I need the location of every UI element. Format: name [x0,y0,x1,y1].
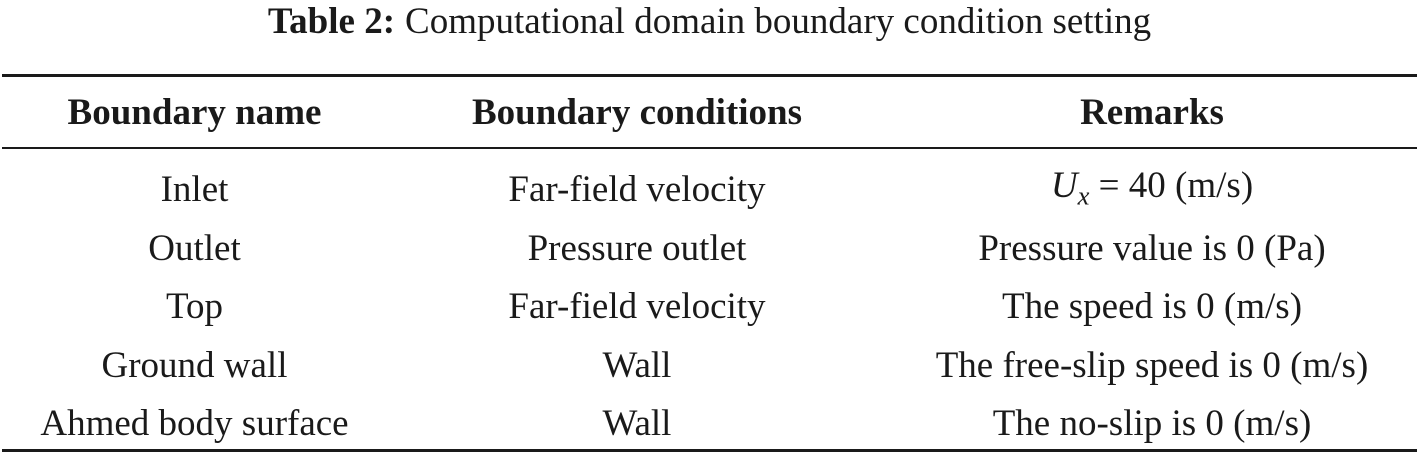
cell-boundary-name: Ground wall [101,344,288,386]
cell-boundary-condition: Wall [602,344,672,386]
table-row: Inlet Far-field velocity Ux = 40 (m/s) [2,161,1417,220]
table-caption-label: Table 2: [267,1,396,42]
column-header-boundary-name: Boundary name [67,91,322,133]
cell-boundary-name: Inlet [160,169,229,211]
boundary-condition-table: Boundary name Boundary conditions Remark… [2,77,1417,454]
table-caption-text: Computational domain boundary condition … [405,1,1152,42]
cell-boundary-condition: Far-field velocity [508,169,766,211]
cell-boundary-name: Top [165,286,224,328]
column-header-remarks: Remarks [1080,91,1224,133]
cell-boundary-condition: Far-field velocity [508,286,766,328]
table-bottom-rule [2,449,1417,452]
cell-remark: Ux = 40 (m/s) [887,161,1417,220]
table-header-rule [2,147,1417,149]
cell-boundary-name: Outlet [148,227,241,269]
remark-math-rest: = 40 (m/s) [1089,164,1254,206]
body-top-gap [2,149,1417,161]
cell-boundary-name: Ahmed body surface [40,403,349,445]
table-top-rule [2,74,1417,77]
table-row: Ground wall Wall The free-slip speed is … [2,337,1417,396]
cell-boundary-condition: Pressure outlet [527,227,747,269]
remark-math-subscript: x [1077,179,1090,210]
cell-remark: The no-slip is 0 (m/s) [992,403,1312,445]
table-row: Top Far-field velocity The speed is 0 (m… [2,278,1417,337]
cell-boundary-condition: Wall [602,403,672,445]
table-row: Ahmed body surface Wall The no-slip is 0… [2,395,1417,454]
cell-remark: Pressure value is 0 (Pa) [978,227,1326,269]
cell-remark: The speed is 0 (m/s) [1001,286,1303,328]
table-caption: Table 2:Computational domain boundary co… [0,0,1419,52]
cell-remark: The free-slip speed is 0 (m/s) [935,344,1369,386]
table-row: Outlet Pressure outlet Pressure value is… [2,220,1417,279]
remark-math-variable: U [1050,164,1078,206]
table-header-row: Boundary name Boundary conditions Remark… [2,77,1417,147]
column-header-boundary-conditions: Boundary conditions [471,91,803,133]
